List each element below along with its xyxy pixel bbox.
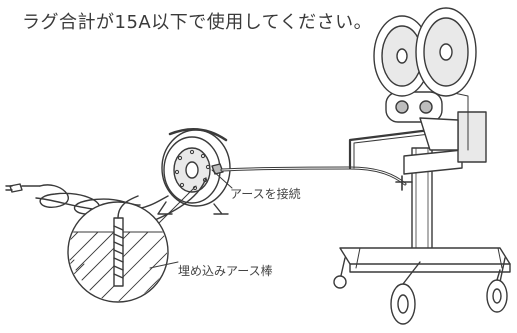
film-reel-rear xyxy=(415,7,477,97)
projector-cart xyxy=(333,128,511,325)
buried-earth-rod-label: 埋め込みアース棒 xyxy=(178,264,273,278)
film-reel-front xyxy=(373,15,431,97)
instruction-heading: ラグ合計が15A以下で使用してください。 xyxy=(22,12,373,33)
ground-detail-circle xyxy=(67,195,179,303)
projector-body xyxy=(385,89,487,175)
earth-rod xyxy=(113,195,139,287)
power-plug xyxy=(5,183,41,193)
cable-reel xyxy=(157,127,231,215)
earth-connection-pointer xyxy=(211,169,233,189)
power-cable xyxy=(220,166,407,186)
earth-connection-label: アースを接続 xyxy=(230,187,301,201)
